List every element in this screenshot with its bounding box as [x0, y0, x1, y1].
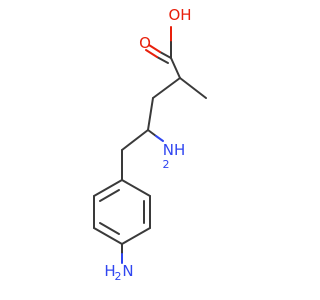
hydroxyl-label: OH: [168, 6, 191, 24]
bond-c1-o-double-a: [159, 51, 172, 59]
bond-c1-o-double-b: [156, 56, 169, 64]
bond-c3-c4: [147, 97, 154, 131]
molecule-canvas: O OH NH 2 H 2 N: [93, 6, 207, 283]
ring-bond-1: [121, 179, 151, 197]
ring-bond-4: [93, 227, 123, 245]
ring-double-lower-left: [99, 222, 120, 235]
bond-c1-c2: [170, 57, 181, 79]
bond-c1-o-double-a-o: [148, 44, 161, 53]
ring-amine-subscript: 2: [115, 270, 122, 283]
ring-amine-n-label: N: [122, 262, 133, 280]
bond-c4-n-n-segment: [155, 135, 164, 142]
bond-c4-n-c-segment: [147, 129, 157, 137]
side-amine-label: NH: [163, 141, 186, 159]
bond-c1-o-double-b-o: [145, 49, 158, 58]
side-amine-subscript: 2: [163, 158, 170, 171]
carbonyl-oxygen-label: O: [139, 34, 151, 52]
bond-c2-methyl: [179, 77, 207, 99]
bond-c4-c5: [121, 129, 149, 151]
ring-double-upper-left: [99, 189, 120, 202]
bond-c2-c3: [152, 77, 181, 99]
structure-diagram: O OH NH 2 H 2 N: [93, 6, 207, 283]
ring-amine-h-label: H: [104, 262, 115, 280]
ring-bond-6: [93, 179, 123, 197]
ring-bond-3: [121, 227, 151, 245]
